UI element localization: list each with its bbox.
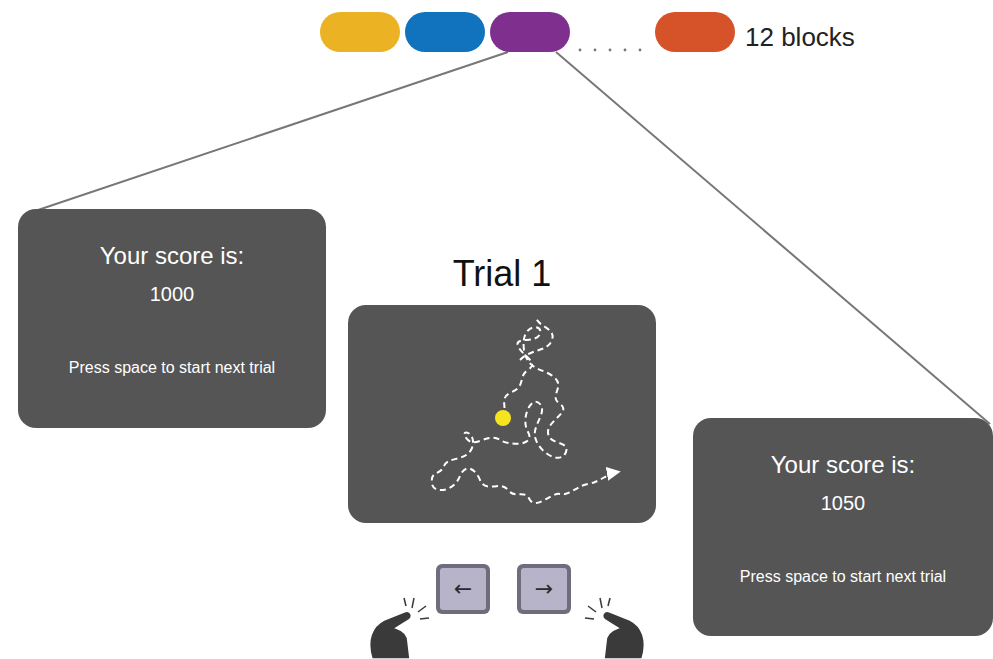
block-pill: [320, 12, 400, 52]
key-glyph: ←: [454, 577, 472, 601]
trial-screen: [348, 305, 656, 523]
trial-title: Trial 1: [348, 253, 656, 295]
screen-heading: Your score is:: [771, 451, 916, 479]
key-face: ←: [440, 568, 486, 610]
arrow-key: ←: [436, 564, 490, 614]
score-screen: Your score is: 1050Press space to start n…: [693, 418, 993, 636]
press-sparkle: [404, 598, 429, 619]
pressing-hand: [603, 611, 645, 659]
key-glyph: →: [535, 577, 553, 601]
trajectory-path: [432, 327, 618, 503]
block-pill: [655, 12, 735, 52]
screen-heading: Your score is:: [100, 242, 245, 270]
score-value: 1050: [821, 491, 866, 515]
screen-instruction: Press space to start next trial: [69, 358, 275, 378]
block-pill: [405, 12, 485, 52]
block-pill: [490, 12, 570, 52]
trial-screen-label: Trial 1: [348, 305, 656, 523]
leader-line: [38, 52, 508, 210]
arrow-key: →: [517, 564, 571, 614]
cursor-dot: [495, 410, 511, 426]
trajectory-path: [520, 318, 553, 360]
key-face: →: [521, 568, 567, 610]
score-value: 1000: [150, 282, 195, 306]
press-sparkle: [585, 598, 610, 619]
screen-instruction: Press space to start next trial: [740, 567, 946, 587]
block-count: 12 blocks: [745, 22, 855, 52]
ellipsis-dots: [579, 49, 642, 52]
pressing-hand: [370, 611, 412, 659]
score-screen: Your score is: 1000Press space to start n…: [18, 209, 326, 428]
